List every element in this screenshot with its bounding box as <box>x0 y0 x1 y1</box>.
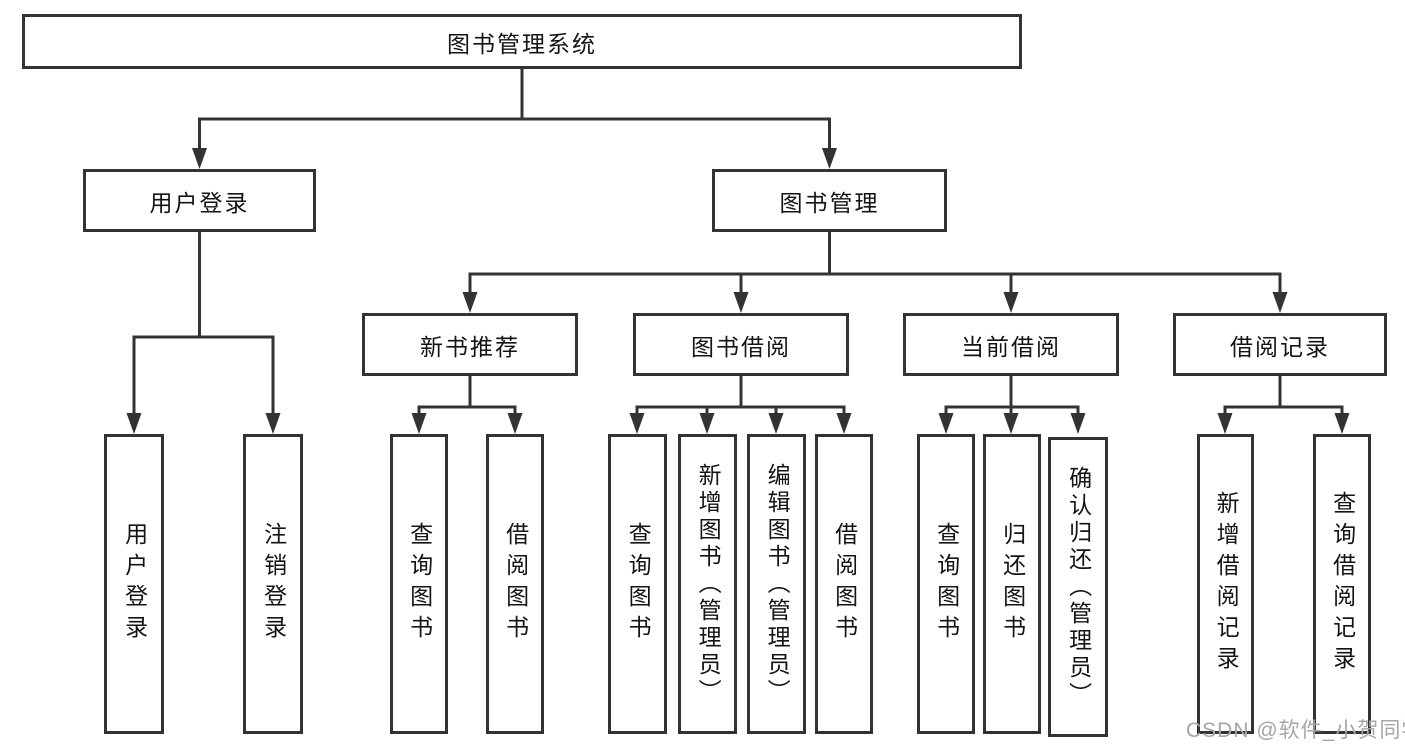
leaf-user-login-label: 用户登录 <box>121 522 148 646</box>
leaf-cb-confirm-return-admin-label: 确认归还（管理员） <box>1065 465 1092 709</box>
node-book-borrowing-label: 图书借阅 <box>691 333 791 360</box>
leaf-cb-confirm-return-admin: 确认归还（管理员） <box>1048 437 1108 737</box>
leaf-cb-return-books: 归还图书 <box>983 434 1041 734</box>
csdn-watermark: CSDN @软件_小贺同学 <box>1186 719 1405 742</box>
node-current-borrowing: 当前借阅 <box>903 313 1119 376</box>
leaf-bb-add-books-admin-label: 新增图书（管理员） <box>695 462 722 706</box>
node-book-borrowing: 图书借阅 <box>633 313 849 376</box>
node-user-login: 用户登录 <box>83 169 316 232</box>
leaf-nbr-borrow-books: 借阅图书 <box>486 434 544 734</box>
leaf-bb-add-books-admin: 新增图书（管理员） <box>678 434 737 734</box>
node-current-borrowing-label: 当前借阅 <box>961 333 1061 360</box>
leaf-cb-query-books: 查询图书 <box>917 434 975 734</box>
leaf-bb-edit-books-admin-label: 编辑图书（管理员） <box>764 462 791 706</box>
leaf-nbr-borrow-books-label: 借阅图书 <box>502 522 529 646</box>
node-library-management-system: 图书管理系统 <box>22 14 1022 69</box>
leaf-br-query-borrow-record: 查询借阅记录 <box>1313 434 1371 734</box>
leaf-cb-query-books-label: 查询图书 <box>933 522 960 646</box>
leaf-bb-query-books: 查询图书 <box>608 434 667 734</box>
node-user-login-label: 用户登录 <box>149 189 250 216</box>
node-borrowing-records-label: 借阅记录 <box>1230 333 1330 360</box>
leaf-nbr-query-books-label: 查询图书 <box>406 522 433 646</box>
leaf-br-query-borrow-record-label: 查询借阅记录 <box>1329 491 1356 677</box>
leaf-bb-borrow-books: 借阅图书 <box>815 434 873 734</box>
node-new-book-recommendation-label: 新书推荐 <box>420 333 520 360</box>
leaf-bb-edit-books-admin: 编辑图书（管理员） <box>747 434 806 734</box>
node-book-management-label: 图书管理 <box>779 189 880 216</box>
node-borrowing-records: 借阅记录 <box>1173 313 1387 376</box>
leaf-user-login: 用户登录 <box>104 434 164 734</box>
leaf-bb-query-books-label: 查询图书 <box>625 522 652 646</box>
leaf-bb-borrow-books-label: 借阅图书 <box>831 522 858 646</box>
node-new-book-recommendation: 新书推荐 <box>362 313 578 376</box>
leaf-logout-login-label: 注销登录 <box>260 522 287 646</box>
leaf-nbr-query-books: 查询图书 <box>390 434 448 734</box>
leaf-br-add-borrow-record-label: 新增借阅记录 <box>1213 491 1240 677</box>
leaf-br-add-borrow-record: 新增借阅记录 <box>1197 434 1254 734</box>
leaf-logout-login: 注销登录 <box>243 434 303 734</box>
node-book-management: 图书管理 <box>712 169 947 232</box>
node-library-management-system-label: 图书管理系统 <box>447 30 597 57</box>
leaf-cb-return-books-label: 归还图书 <box>999 522 1026 646</box>
